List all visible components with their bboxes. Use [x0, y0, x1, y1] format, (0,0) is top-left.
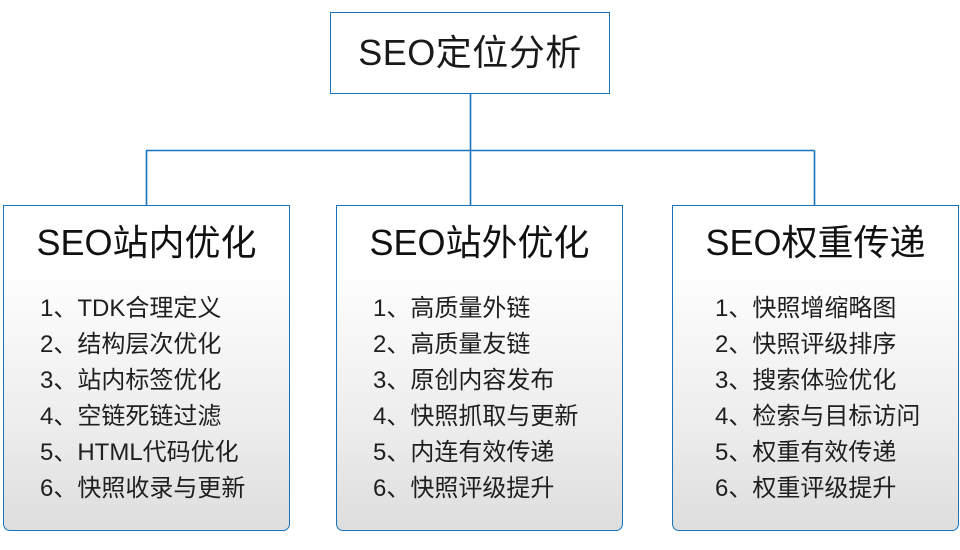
list-item: 6、快照评级提升 [373, 475, 555, 503]
list-item: 3、搜索体验优化 [715, 367, 897, 395]
branch-header-2[interactable]: SEO站外优化 [336, 205, 623, 281]
list-item: 4、空链死链过滤 [40, 403, 222, 431]
list-item: 6、权重评级提升 [715, 475, 897, 503]
list-item: 1、快照增缩略图 [715, 295, 897, 323]
branch-column-2: SEO站外优化 1、高质量外链 2、高质量友链 3、原创内容发布 4、快照抓取与… [336, 205, 623, 533]
branch-body-1: 1、TDK合理定义 2、结构层次优化 3、站内标签优化 4、空链死链过滤 5、H… [3, 279, 290, 532]
branch-header-1[interactable]: SEO站内优化 [3, 205, 290, 281]
list-item: 3、站内标签优化 [40, 367, 222, 395]
list-item: 3、原创内容发布 [373, 367, 555, 395]
branch-title-1: SEO站内优化 [36, 222, 257, 263]
branch-column-3: SEO权重传递 1、快照增缩略图 2、快照评级排序 3、搜索体验优化 4、检索与… [672, 205, 959, 533]
branch-header-3[interactable]: SEO权重传递 [672, 205, 959, 281]
branch-body-2: 1、高质量外链 2、高质量友链 3、原创内容发布 4、快照抓取与更新 5、内连有… [336, 279, 623, 532]
list-item: 4、快照抓取与更新 [373, 403, 579, 431]
list-item: 1、高质量外链 [373, 295, 531, 323]
branch-list-1: 1、TDK合理定义 2、结构层次优化 3、站内标签优化 4、空链死链过滤 5、H… [4, 291, 289, 507]
list-item: 5、内连有效传递 [373, 439, 555, 467]
branch-list-3: 1、快照增缩略图 2、快照评级排序 3、搜索体验优化 4、检索与目标访问 5、权… [673, 291, 958, 507]
branch-list-2: 1、高质量外链 2、高质量友链 3、原创内容发布 4、快照抓取与更新 5、内连有… [337, 291, 622, 507]
list-item: 2、快照评级排序 [715, 331, 897, 359]
list-item: 5、权重有效传递 [715, 439, 897, 467]
branch-column-1: SEO站内优化 1、TDK合理定义 2、结构层次优化 3、站内标签优化 4、空链… [3, 205, 290, 533]
branch-title-2: SEO站外优化 [369, 222, 590, 263]
list-item: 6、快照收录与更新 [40, 475, 246, 503]
list-item: 1、TDK合理定义 [40, 295, 222, 323]
branch-body-3: 1、快照增缩略图 2、快照评级排序 3、搜索体验优化 4、检索与目标访问 5、权… [672, 279, 959, 532]
list-item: 5、HTML代码优化 [40, 439, 239, 467]
root-node-label: SEO定位分析 [358, 32, 582, 73]
root-node[interactable]: SEO定位分析 [330, 12, 610, 94]
list-item: 2、高质量友链 [373, 331, 531, 359]
branch-title-3: SEO权重传递 [705, 222, 926, 263]
list-item: 4、检索与目标访问 [715, 403, 921, 431]
list-item: 2、结构层次优化 [40, 331, 222, 359]
